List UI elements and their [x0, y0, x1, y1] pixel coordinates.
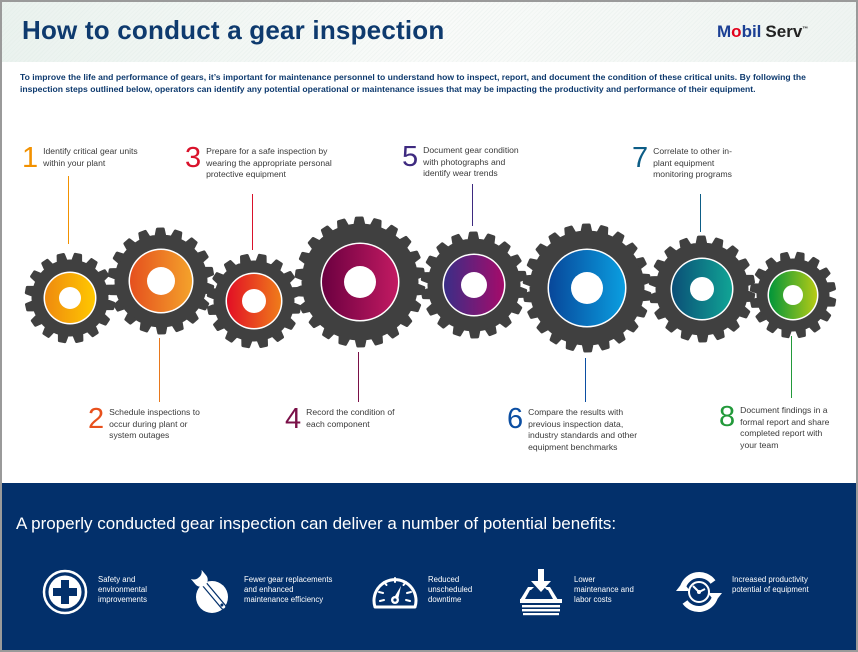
benefits-title: A properly conducted gear inspection can… — [16, 514, 617, 533]
benefit-maintenance: Fewer gear replacements and enhanced mai… — [186, 567, 339, 617]
step-number: 7 — [632, 142, 649, 174]
connector-line-8 — [791, 336, 792, 398]
wrench-gear-icon — [190, 569, 228, 613]
connector-line-4 — [358, 352, 359, 402]
step-2: 2 Schedule inspections to occur during p… — [88, 403, 209, 442]
step-number: 8 — [719, 401, 736, 433]
step-6: 6 Compare the results with previous insp… — [507, 403, 653, 453]
step-3: 3 Prepare for a safe inspection by weari… — [185, 142, 336, 181]
gear-6 — [522, 223, 652, 353]
download-tray-icon — [520, 569, 562, 616]
gear-7 — [648, 235, 756, 343]
clock-cycle-icon — [676, 572, 722, 612]
step-text: Document findings in a formal report and… — [740, 405, 830, 450]
benefit-text: Safety and environmental improvements — [98, 575, 147, 604]
benefit-safety: Safety and environmental improvements — [40, 567, 163, 617]
step-text: Record the condition of each component — [306, 407, 395, 429]
connector-line-1 — [68, 176, 69, 244]
step-text: Compare the results with previous inspec… — [528, 407, 638, 452]
step-text: Correlate to other in-plant equipment mo… — [653, 146, 732, 179]
gear-chain-illustration — [24, 216, 837, 353]
step-4: 4 Record the condition of each component — [285, 403, 411, 435]
benefit-text: Reduced unscheduled downtime — [428, 575, 473, 604]
step-number: 2 — [88, 403, 105, 435]
connector-line-5 — [472, 184, 473, 226]
page-title: How to conduct a gear inspection — [22, 15, 445, 45]
step-number: 1 — [22, 142, 39, 174]
step-text: Prepare for a safe inspection by wearing… — [206, 146, 332, 179]
step-8: 8 Document findings in a formal report a… — [719, 401, 840, 451]
step-text: Schedule inspections to occur during pla… — [109, 407, 200, 440]
step-number: 3 — [185, 142, 202, 174]
gear-8 — [749, 251, 837, 339]
step-number: 6 — [507, 403, 524, 435]
step-1: 1 Identify critical gear units within yo… — [22, 142, 143, 174]
step-number: 4 — [285, 403, 302, 435]
speedometer-icon — [372, 577, 418, 609]
benefit-productivity: Increased productivity potential of equi… — [674, 567, 817, 617]
connector-line-3 — [252, 194, 253, 250]
benefit-downtime: Reduced unscheduled downtime — [370, 567, 483, 617]
benefit-text: Fewer gear replacements and enhanced mai… — [244, 575, 333, 604]
intro-paragraph: To improve the life and performance of g… — [20, 72, 806, 94]
gear-5 — [420, 231, 528, 339]
step-7: 7 Correlate to other in-plant equipment … — [632, 142, 748, 181]
connector-line-7 — [700, 194, 701, 232]
step-number: 5 — [402, 141, 419, 173]
benefits-footer: A properly conducted gear inspection can… — [2, 483, 856, 650]
gear-4 — [294, 216, 426, 348]
connector-line-2 — [159, 338, 160, 402]
step-text: Document gear condition with photographs… — [423, 145, 519, 178]
first-aid-cross-icon — [42, 569, 88, 615]
connector-line-6 — [585, 358, 586, 402]
gear-1 — [24, 252, 116, 344]
gear-2 — [107, 227, 215, 335]
benefit-text: Increased productivity potential of equi… — [732, 575, 809, 594]
step-text: Identify critical gear units within your… — [43, 146, 138, 168]
step-5: 5 Document gear condition with photograp… — [402, 141, 533, 180]
benefit-costs: Lower maintenance and labor costs — [516, 567, 634, 617]
benefit-text: Lower maintenance and labor costs — [574, 575, 634, 604]
gear-3 — [206, 253, 302, 349]
